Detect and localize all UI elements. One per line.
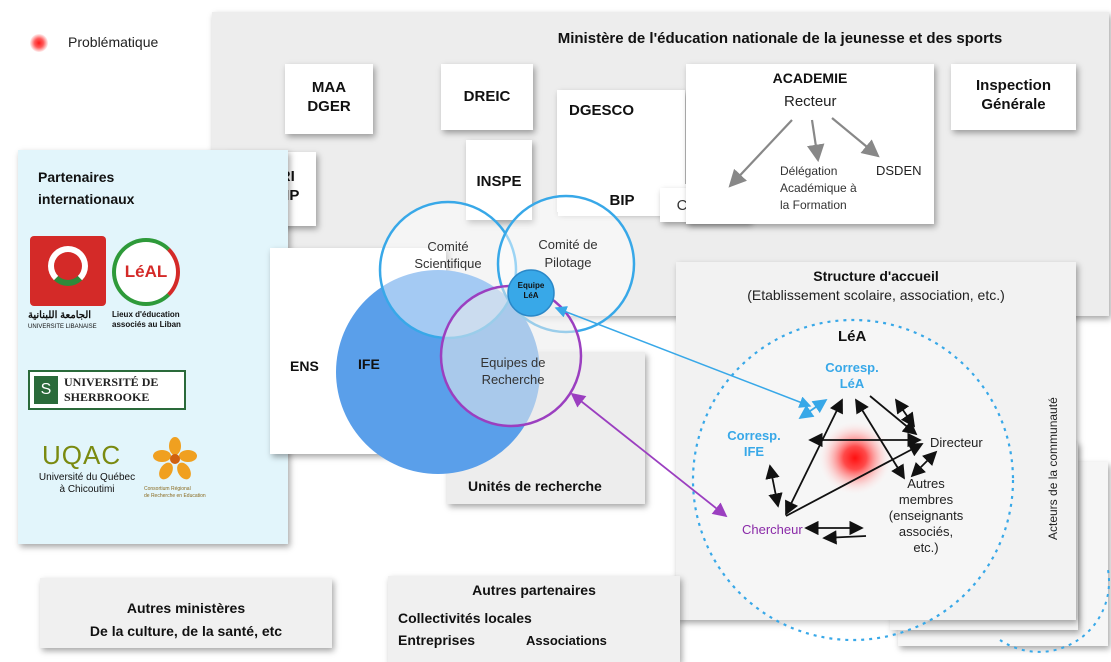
maa-dger-box: MAA DGER (285, 64, 373, 134)
dsden-label: DSDEN (876, 163, 922, 178)
legend: Problématique (22, 28, 202, 56)
ministry-title: Ministère de l'éducation nationale de la… (557, 30, 1003, 47)
corresp-lea-label: Corresp. LéA (825, 360, 879, 391)
academie-title: ACADEMIE (772, 70, 848, 86)
autres-membres-label: Autres membres (enseignants associés, et… (888, 476, 964, 555)
entreprises-label: Entreprises (398, 632, 476, 648)
sherbrooke-name: UNIVERSITÉ DE SHERBROOKE (64, 375, 159, 404)
lea-dotted-circle-secondary (999, 569, 1110, 653)
equipe-lea-to-corresp-arrow (554, 306, 812, 408)
equipe-lea-label: Equipe LéA (517, 281, 545, 300)
delegation-label: Délégation Académique à la Formation (780, 164, 857, 212)
legend-label: Problématique (68, 34, 159, 50)
uqac-caption: Université du Québec à Chicoutimi (38, 472, 136, 495)
consortium-caption: Consortium Régional de Recherche en Educ… (144, 486, 206, 499)
comite-pilotage-label: Comité de Pilotage (538, 237, 598, 270)
leal-caption: Lieux d'éducation associés au Liban (112, 310, 181, 329)
red-glow-dot-icon (30, 34, 48, 52)
autres-partenaires-panel (388, 576, 680, 662)
autres-ministeres-panel (40, 578, 332, 648)
international-partners-title: Partenaires internationaux (38, 169, 135, 207)
lea-title: LéA (838, 328, 867, 345)
autres-ministeres-line1: Autres ministères (126, 600, 246, 616)
lebanon-logo-circle-icon (48, 246, 88, 286)
chercheur-label: Chercheur (742, 522, 803, 537)
sherbrooke-logo: S UNIVERSITÉ DE SHERBROOKE (28, 370, 186, 410)
academie-arrows (728, 117, 880, 188)
collectivites-label: Collectivités locales (398, 610, 532, 626)
international-partners-panel (18, 150, 288, 544)
ife-label: IFE (358, 356, 380, 372)
recteur-label: Recteur (784, 93, 837, 110)
consortium-flower-icon (152, 436, 198, 482)
equipe-lea-circle (507, 269, 555, 317)
ens-label: ENS (290, 358, 319, 374)
inspection-generale-box: Inspection Générale (951, 64, 1076, 130)
unites-label: Unités de recherche (468, 478, 602, 494)
uqac-logo: UQAC (42, 440, 122, 470)
corresp-ife-label: Corresp. IFE (727, 428, 781, 459)
acteurs-communaute-label: Acteurs de la communauté (1046, 397, 1060, 540)
directeur-label: Directeur (930, 435, 983, 450)
dreic-box: DREIC (441, 64, 533, 130)
universite-libanaise-logo (30, 236, 106, 306)
equipes-recherche-label: Equipes de Recherche (480, 355, 546, 387)
inspe-box: INSPE (466, 140, 532, 220)
autres-partenaires-title: Autres partenaires (472, 582, 596, 598)
autres-ministeres-line2: De la culture, de la santé, etc (89, 623, 283, 639)
structure-title: Structure d'accueil (813, 268, 939, 284)
lebanon-univ-fr: UNIVERSITE LIBANAISE (28, 324, 97, 330)
sherbrooke-shield-icon: S (34, 376, 58, 404)
associations-label: Associations (526, 633, 607, 648)
structure-subtitle: (Etablissement scolaire, association, et… (747, 287, 1005, 303)
recherche-to-chercheur-arrow (570, 392, 728, 518)
comite-scientifique-label: Comité Scientifique (414, 239, 482, 271)
lea-network-arrows (765, 395, 938, 545)
lebanon-univ-ar: الجامعة اللبنانية (28, 310, 92, 321)
leal-logo: LéAL (112, 238, 180, 306)
